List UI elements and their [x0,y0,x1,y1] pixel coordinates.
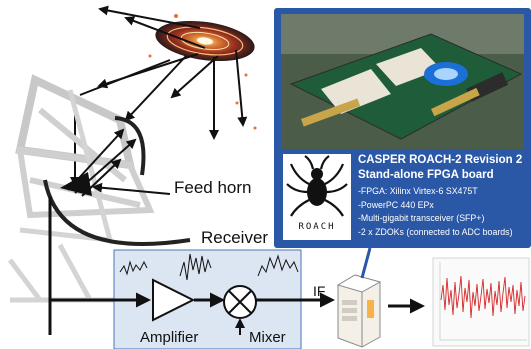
receiver-label: Receiver [201,228,269,247]
fpga-board-photo [281,14,524,149]
mixer-icon [223,285,257,319]
spectrum-plot-icon [432,257,530,347]
roach-spec-fpga: -FPGA: Xilinx Virtex-6 SX475T [358,186,478,196]
waveform-input [119,260,148,276]
roach-description: CASPER ROACH-2 Revision 2 Stand-alone FP… [358,153,522,239]
roach-spec-zdok: -2 x ZDOKs (connected to ADC boards) [358,226,513,237]
amplifier-label: Amplifier [140,329,199,346]
roach-info-panel: ROACH CASPER ROACH-2 Revision 2 Stand-al… [274,8,531,248]
roach-title: CASPER ROACH-2 Revision 2 [358,154,523,166]
mixer-label: Mixer [249,329,286,346]
waveform-if [257,254,299,277]
roach-spec-powerpc: -PowerPC 440 EPx [358,199,434,210]
roach-subtitle: Stand-alone FPGA board [358,169,494,181]
galaxy-icon [148,14,257,130]
roach-spec-transceiver: -Multi-gigabit transceiver (SFP+) [358,213,485,223]
feed-horn-label: Feed horn [174,178,252,197]
spider-logo-icon [286,155,348,217]
roach-logo-text: ROACH [298,222,336,232]
roach-logo: ROACH [283,154,351,240]
waveform-amplified [179,253,212,281]
server-icon [336,274,382,348]
if-label: IF [313,283,326,299]
signal-path [48,292,425,335]
radio-dish-icon [8,74,191,303]
amplifier-icon [152,278,196,322]
